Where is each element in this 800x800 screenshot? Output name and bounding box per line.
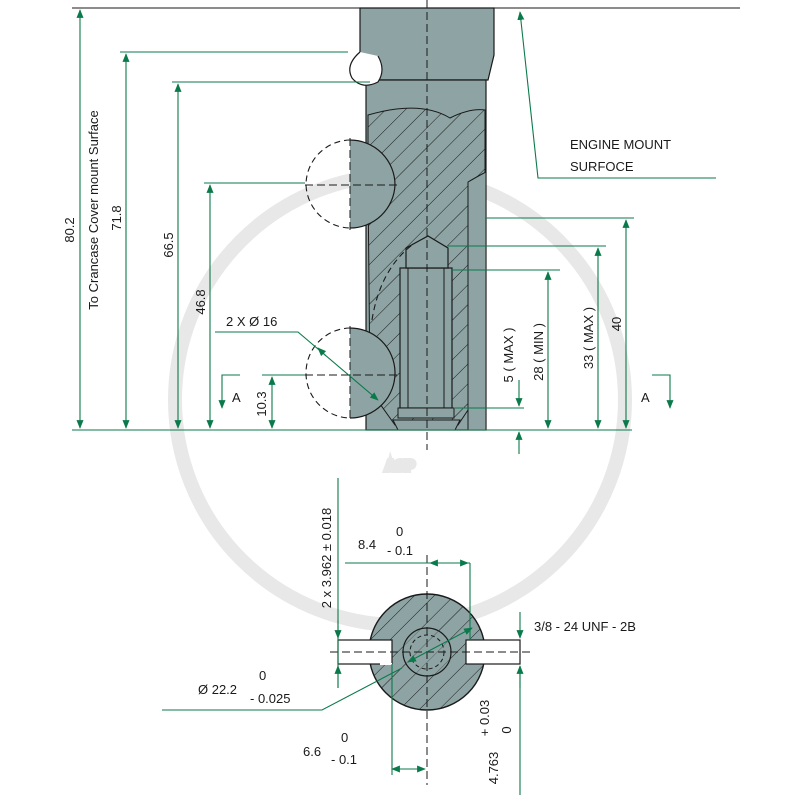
engine-mount-label-2: SURFOCE xyxy=(570,159,634,174)
dim-71-8: 71.8 xyxy=(109,205,124,230)
dim-10-3: 10.3 xyxy=(254,391,269,416)
dim-28-min: 28 ( MIN ) xyxy=(531,323,546,381)
tol-22-2-lower: - 0.025 xyxy=(250,691,290,706)
tol-8-4-upper: 0 xyxy=(396,524,403,539)
dim-4-763: 4.763 xyxy=(486,752,501,785)
watermark-text: AGP xyxy=(386,458,415,473)
tol-22-2-upper: 0 xyxy=(259,668,266,683)
right-dimensions: 5 ( MAX ) 28 ( MIN ) 33 ( MAX ) 40 A xyxy=(448,217,674,454)
tol-8-4-lower: - 0.1 xyxy=(387,543,413,558)
dia-22-2: Ø 22.2 xyxy=(198,682,237,697)
dim-33-max: 33 ( MAX ) xyxy=(581,307,596,369)
thread-label: 3/8 - 24 UNF - 2B xyxy=(534,619,636,634)
dim-6-6: 6.6 xyxy=(303,744,321,759)
dim-66-5: 66.5 xyxy=(161,232,176,257)
engine-mount-label-1: ENGINE MOUNT xyxy=(570,137,671,152)
cross-section-dimensions: 2 x 3.962 ± 0.018 8.4 0 - 0.1 3/8 - 24 U… xyxy=(162,478,636,795)
left-dimensions: 80.2 To Crancase Cover mount Surface 71.… xyxy=(62,9,379,429)
tol-6-6-upper: 0 xyxy=(341,730,348,745)
section-a-left: A xyxy=(232,390,241,405)
dim-46-8: 46.8 xyxy=(193,289,208,314)
dim-40: 40 xyxy=(609,317,624,331)
dim-80-2: 80.2 xyxy=(62,217,77,242)
tol-4-763-lower: 0 xyxy=(499,726,514,733)
dim-2x3962: 2 x 3.962 ± 0.018 xyxy=(319,508,334,608)
holes-label: 2 X Ø 16 xyxy=(226,314,277,329)
shaft-body xyxy=(305,0,495,450)
cross-section xyxy=(330,555,530,785)
section-a-right: A xyxy=(641,390,650,405)
dim-8-4: 8.4 xyxy=(358,537,376,552)
dim-5-max: 5 ( MAX ) xyxy=(501,328,516,383)
dim-crankcase-label: To Crancase Cover mount Surface xyxy=(86,110,101,309)
engine-mount-annotation: ENGINE MOUNT SURFOCE xyxy=(517,11,716,179)
tol-4-763-upper: + 0.03 xyxy=(477,700,492,737)
tol-6-6-lower: - 0.1 xyxy=(331,752,357,767)
